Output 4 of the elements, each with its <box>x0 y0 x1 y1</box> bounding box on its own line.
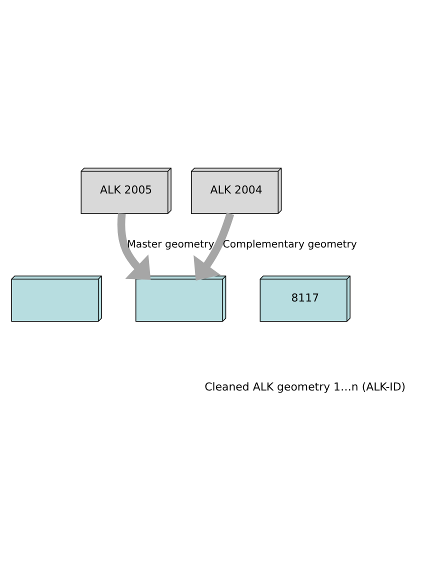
edge-label: Complementary geometry <box>222 238 357 250</box>
edge-label: Master geometry <box>127 238 214 250</box>
arrow <box>117 212 151 280</box>
label: Cleaned ALK geometry 1…n (ALK-ID) <box>204 380 406 394</box>
